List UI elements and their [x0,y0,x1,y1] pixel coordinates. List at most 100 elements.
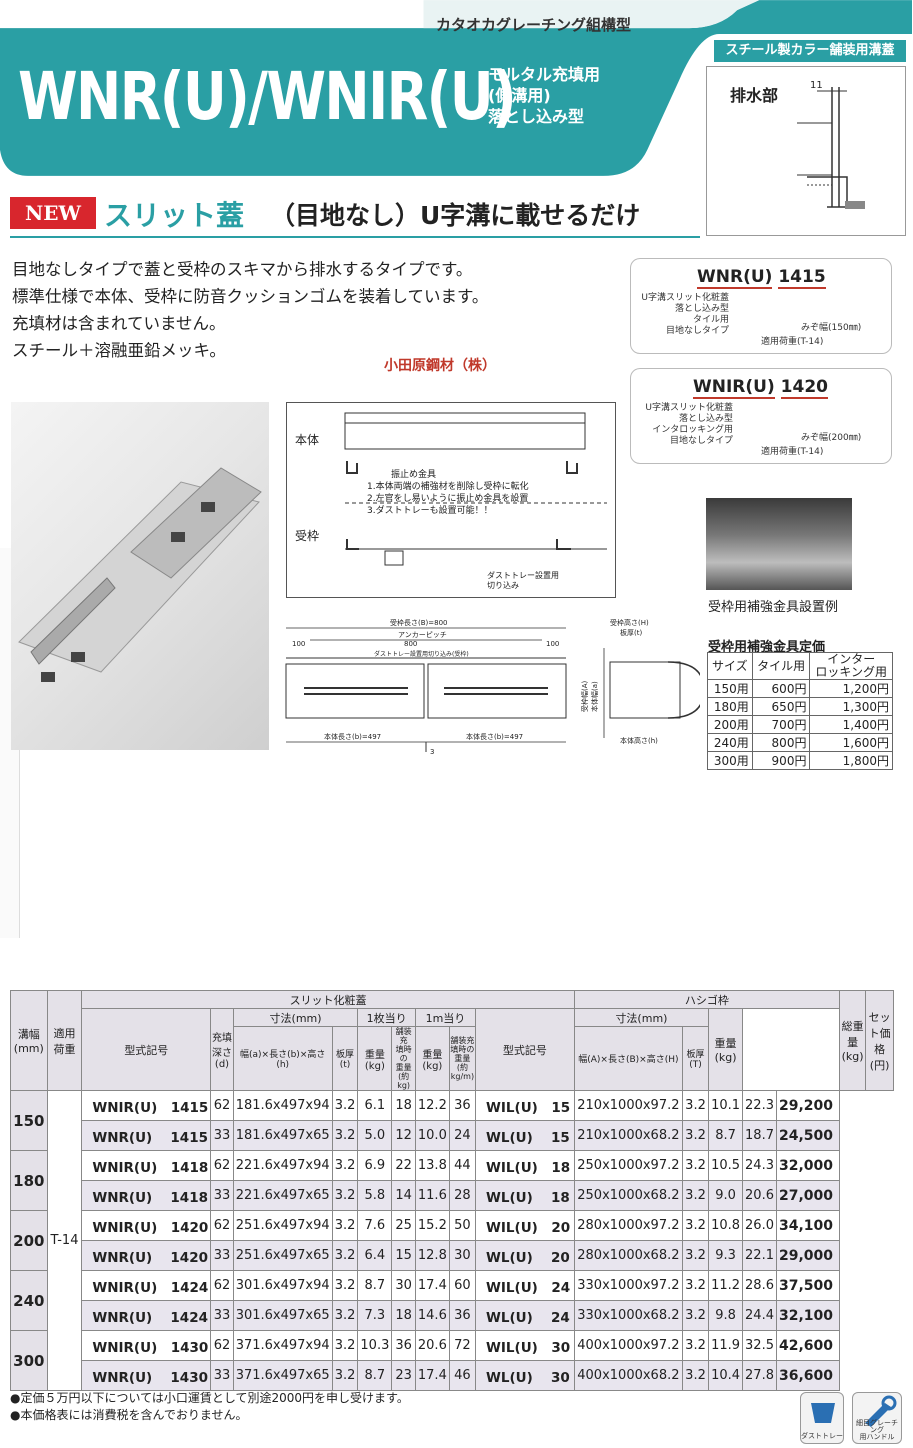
reinforce-cell: 1,800円 [809,751,893,770]
table-cell: 62 [210,1210,234,1241]
table-cell: 3.2 [331,1150,359,1181]
table-cell: 221.6x497x94 [232,1150,333,1181]
table-cell: 13.8 [414,1150,450,1181]
table-cell: 62 [210,1090,234,1121]
table-cell: 9.0 [708,1180,744,1211]
ladder-model-cell: WIL(U) 15 [475,1090,575,1121]
table-cell: 3.2 [681,1150,710,1181]
table-cell: 33 [210,1300,234,1331]
price-cell: 37,500 [775,1270,841,1301]
table-cell: 5.8 [357,1180,393,1211]
code-box-wnr: WNR(U) 1415 U字溝スリット化粧蓋落とし込み型タイル用目地なしタイプ … [630,258,892,354]
table-cell: 400x1000x97.2 [573,1330,683,1361]
width-cell: 200 [10,1210,48,1271]
dust-note: ダストトレー設置用切り込み [487,571,559,590]
ladder-model-cell: WL(U) 24 [475,1300,575,1331]
price-table: 溝幅 (mm) 適用 荷重 スリット化粧蓋 ハシゴ枠 総重量 (kg) セット価… [10,990,894,1391]
table-cell: 12.8 [414,1240,450,1271]
table-cell: 330x1000x68.2 [573,1300,683,1331]
ladder-model-cell: WIL(U) 20 [475,1210,575,1241]
col-plate: 板厚(t) [331,1026,359,1091]
description-line: スチール＋溶融亜鉛メッキ。 [12,341,226,360]
table-cell: 7.3 [357,1300,393,1331]
reinforce-cell: 300用 [707,751,753,770]
reinforce-header: インター ロッキング用 [809,652,893,680]
table-cell: 3.2 [681,1360,710,1391]
ladder-model-cell: WL(U) 20 [475,1240,575,1271]
ladder-model-cell: WIL(U) 24 [475,1270,575,1301]
table-cell: 280x1000x68.2 [573,1240,683,1271]
drain-dim: 11 [810,80,823,91]
col-dim: 寸法(mm) [232,1008,359,1027]
table-cell: 3.2 [681,1270,710,1301]
reinforce-cell: 240用 [707,733,753,752]
drain-detail-box [706,66,906,236]
width-cell: 180 [10,1150,48,1211]
load-cell: T-14 [46,1090,83,1391]
table-cell: 36 [448,1300,477,1331]
category-tag: スチール製カラー舗装用溝蓋 [714,40,906,62]
table-cell: 9.3 [708,1240,744,1271]
table-cell: 60 [448,1270,477,1301]
product-title: WNR(U)/WNIR(U) [18,58,517,135]
side-body-h: 本体高さ(h) [620,737,658,745]
slit-model-cell: WNR(U) 1430 [81,1360,212,1391]
slit-model-cell: WNIR(U) 1415 [81,1090,212,1121]
table-cell: 6.4 [357,1240,393,1271]
headline-main: スリット蓋 [104,199,245,232]
reinforce-cell: 200用 [707,715,753,734]
table-cell: 6.1 [357,1090,393,1121]
table-cell: 11.9 [708,1330,744,1361]
table-cell: 24.3 [742,1150,777,1181]
col-weight: 重量 (kg) [357,1026,393,1091]
body-len-left: 本体長さ(b)=497 [324,733,382,741]
col-model2: 型式記号 [475,1008,575,1091]
table-cell: 210x1000x97.2 [573,1090,683,1121]
code-desc: U字溝スリット化粧蓋落とし込み型タイル用目地なしタイプ [641,293,729,336]
side-frame-h: 受枠高さ(H) [610,619,649,627]
table-cell: 301.6x497x65 [232,1300,333,1331]
table-cell: 10.5 [708,1150,744,1181]
col-depth: 充填 深さ (d) [210,1008,234,1091]
table-cell: 50 [448,1210,477,1241]
table-cell: 3.2 [331,1270,359,1301]
handle-icon: 細目グレーチング 用ハンドル [852,1392,902,1444]
table-cell: 62 [210,1150,234,1181]
reinforce-photo-label: 受枠用補強金具設置例 [708,600,839,615]
reinforce-cell: 180用 [707,697,753,716]
table-cell: 28 [448,1180,477,1211]
product-subtitle: モルタル充填用 (側溝用) 落とし込み型 [488,64,600,127]
col-load: 適用 荷重 [46,990,83,1091]
table-cell: 3.2 [331,1180,359,1211]
col-dim2: 寸法(mm) [573,1008,710,1027]
table-cell: 20.6 [414,1330,450,1361]
table-cell: 10.0 [414,1120,450,1151]
reinforce-cell: 150用 [707,679,753,698]
col-group-ladder: ハシゴ枠 [573,990,841,1009]
subtitle-line: (側溝用) [488,86,551,105]
table-cell: 23 [391,1360,416,1391]
table-cell: 251.6x497x65 [232,1240,333,1271]
table-cell: 33 [210,1240,234,1271]
table-cell: 3.2 [331,1090,359,1121]
table-cell: 24 [448,1120,477,1151]
description-line: 目地なしタイプで蓋と受枠のスキマから排水するタイプです。 [12,260,473,279]
slit-model-cell: WNIR(U) 1418 [81,1150,212,1181]
col-total: 総重量 (kg) [839,990,867,1091]
code-width-note: みぞ幅(150㎜) [801,323,862,333]
plan-diagram: 受枠長さ(B)=800 アンカーピッチ 800 100 100 ダストトレー設置… [284,618,700,760]
table-cell: 251.6x497x94 [232,1210,333,1241]
reinforce-cell: 600円 [751,679,811,698]
table-cell: 250x1000x97.2 [573,1150,683,1181]
label-clamp: 振止め金具 [391,470,437,480]
code-model: WNR(U) 1415 [697,267,826,289]
footnotes: ●定価５万円以下については小口運賃として別途2000円を申し受けます。 ●本価格… [10,1390,409,1424]
